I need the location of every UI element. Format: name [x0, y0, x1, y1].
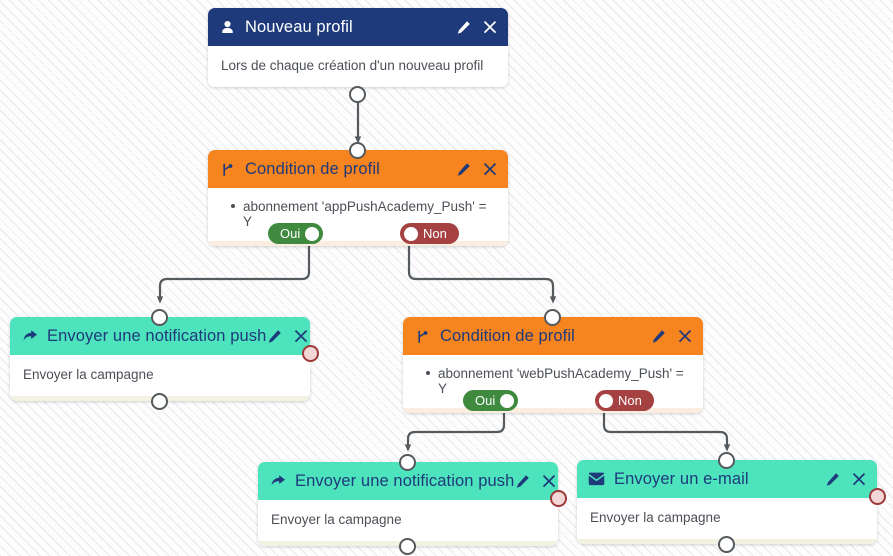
branch-badge-no[interactable]: Non [595, 390, 654, 411]
edit-icon[interactable] [824, 471, 840, 487]
branch-badge-yes[interactable]: Oui [463, 390, 519, 411]
node-error-port[interactable] [302, 345, 319, 362]
node-error-port[interactable] [550, 490, 567, 507]
node-body: Envoyer la campagne [258, 500, 558, 546]
close-icon[interactable] [541, 473, 557, 489]
branch-icon [414, 328, 431, 345]
node-title: Condition de profil [245, 159, 380, 178]
node-actions [266, 328, 309, 344]
node-input-port[interactable] [349, 142, 366, 159]
condition-line: abonnement 'appPushAcademy_Push' = Y [221, 199, 495, 229]
node-title: Envoyer une notification push [47, 326, 267, 345]
node-body: abonnement 'webPushAcademy_Push' = Y [403, 355, 703, 413]
branch-port-no[interactable] [599, 393, 613, 408]
envelope-icon [588, 471, 605, 488]
close-icon[interactable] [851, 471, 867, 487]
node-body-text: Lors de chaque création d'un nouveau pro… [221, 58, 484, 73]
node-body-text: Envoyer la campagne [23, 367, 154, 382]
node-body: Lors de chaque création d'un nouveau pro… [208, 46, 508, 87]
branch-port-yes[interactable] [500, 393, 515, 408]
node-output-port[interactable] [349, 86, 366, 103]
node-input-port[interactable] [399, 454, 416, 471]
edit-icon[interactable] [455, 19, 471, 35]
node-envoyer-un-email[interactable]: Envoyer un e-mail Envoyer la campa [577, 452, 886, 553]
share-arrow-icon [21, 328, 38, 345]
edit-icon[interactable] [514, 473, 530, 489]
node-condition-de-profil-2[interactable]: Condition de profil [403, 309, 703, 413]
node-input-port[interactable] [151, 309, 168, 326]
edit-icon[interactable] [650, 328, 666, 344]
user-icon [219, 19, 236, 36]
condition-line: abonnement 'webPushAcademy_Push' = Y [416, 366, 690, 396]
close-icon[interactable] [482, 161, 498, 177]
node-header: Nouveau profil [208, 8, 508, 46]
close-icon[interactable] [677, 328, 693, 344]
branch-label-no: Non [423, 226, 447, 241]
close-icon[interactable] [482, 19, 498, 35]
node-body-text: Envoyer la campagne [590, 510, 721, 525]
wire-condition2-yes-to-push2 [404, 409, 506, 452]
node-title: Envoyer un e-mail [614, 469, 749, 488]
branch-label-no: Non [618, 393, 642, 408]
branch-port-no[interactable] [404, 226, 418, 241]
node-input-port[interactable] [718, 452, 735, 469]
wire-condition1-no-to-condition2 [407, 242, 557, 304]
node-body-text: Envoyer la campagne [271, 512, 402, 527]
node-condition-de-profil-1[interactable]: Condition de profil [208, 142, 508, 246]
branch-icon [219, 161, 236, 178]
share-arrow-icon [269, 473, 286, 490]
close-icon[interactable] [293, 328, 309, 344]
branch-label-yes: Oui [280, 226, 301, 241]
node-body-text: abonnement 'webPushAcademy_Push' = Y [438, 366, 684, 396]
node-actions [455, 19, 498, 35]
bullet-icon [231, 204, 235, 208]
branch-port-yes[interactable] [305, 226, 320, 241]
edit-icon[interactable] [455, 161, 471, 177]
node-actions [824, 471, 867, 487]
node-output-port[interactable] [151, 393, 168, 410]
node-title: Condition de profil [440, 326, 575, 345]
node-body-text: abonnement 'appPushAcademy_Push' = Y [243, 199, 487, 229]
bullet-icon [426, 371, 430, 375]
edit-icon[interactable] [266, 328, 282, 344]
node-actions [514, 473, 557, 489]
node-nouveau-profil[interactable]: Nouveau profil Lors de chaque créa [208, 8, 508, 103]
branch-badge-yes[interactable]: Oui [268, 223, 324, 244]
wire-condition1-yes-to-push1 [156, 242, 311, 304]
node-input-port[interactable] [544, 309, 561, 326]
node-body: abonnement 'appPushAcademy_Push' = Y [208, 188, 508, 246]
branch-label-yes: Oui [475, 393, 496, 408]
node-envoyer-notification-push-2[interactable]: Envoyer une notification push Envo [258, 454, 567, 555]
node-title: Nouveau profil [245, 17, 353, 36]
node-error-port[interactable] [869, 488, 886, 505]
node-title: Envoyer une notification push [295, 471, 515, 490]
node-output-port[interactable] [718, 536, 735, 553]
branch-badge-no[interactable]: Non [400, 223, 459, 244]
node-output-port[interactable] [399, 538, 416, 555]
node-actions [455, 161, 498, 177]
node-actions [650, 328, 693, 344]
wire-condition2-no-to-email1 [602, 409, 731, 452]
node-envoyer-notification-push-1[interactable]: Envoyer une notification push Envo [10, 309, 319, 410]
